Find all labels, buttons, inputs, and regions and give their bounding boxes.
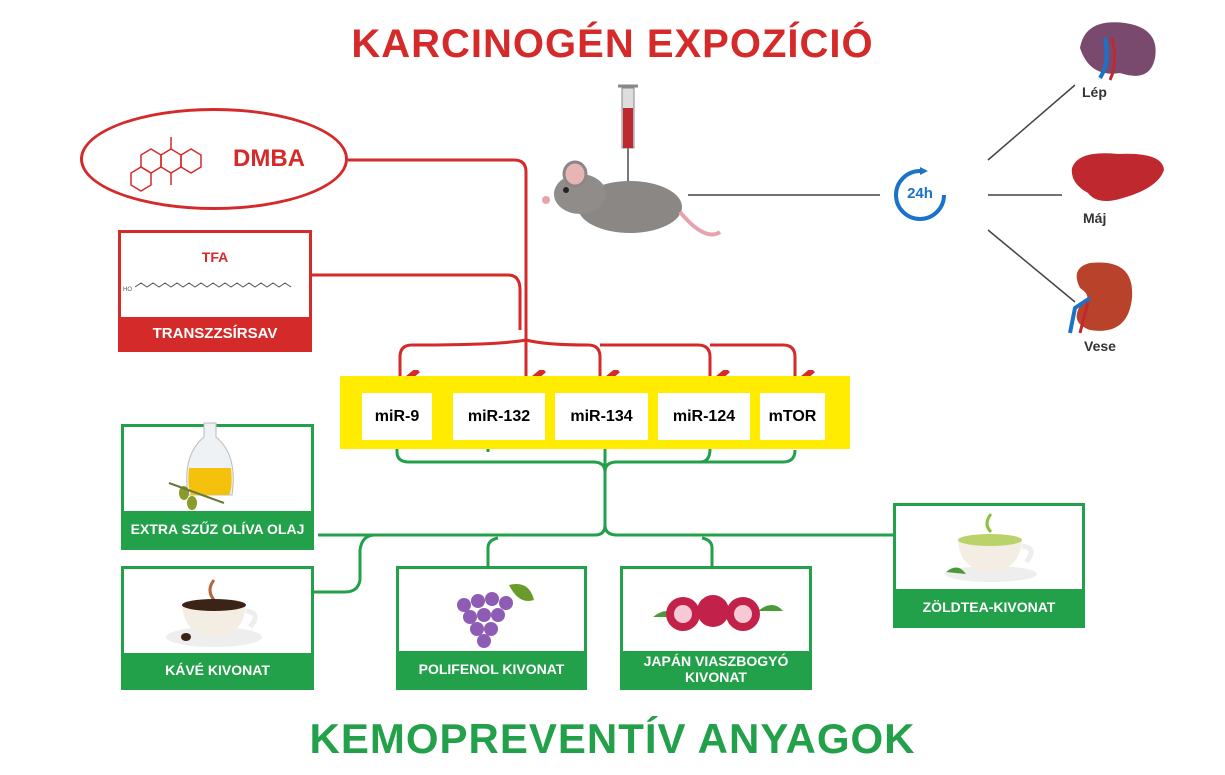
tfa-title: TFA [201,249,229,265]
targets-panel: miR-9 miR-132 miR-134 miR-124 mTOR [340,376,850,449]
green-tea-icon [945,513,1037,582]
tfa-label: TRANSZZSÍRSAV [121,317,309,349]
agent-label: POLIFENOL KIVONAT [399,651,584,687]
target-mir-132: miR-132 [453,393,545,440]
mouse-injection-icon [542,84,722,237]
agent-coffee: KÁVÉ KIVONAT [121,566,314,690]
agent-japanese-waxberry: JAPÁN VIASZBOGYÓ KIVONAT [620,566,812,690]
dmba-structure-icon [130,137,202,192]
tfa-structure-icon: HO [123,282,292,293]
target-mir-9: miR-9 [362,393,432,440]
agent-label: ZÖLDTEA-KIVONAT [896,589,1082,625]
svg-text:HO: HO [123,287,132,293]
liver-icon [1071,153,1164,202]
spleen-icon [1080,22,1156,81]
agent-label: KÁVÉ KIVONAT [124,653,311,687]
title-carcinogen-exposure: KARCINOGÉN EXPOZÍCIÓ [351,22,874,66]
target-mir-134: miR-134 [555,393,648,440]
organ-label-spleen: Lép [1082,84,1107,100]
agent-polyphenol: POLIFENOL KIVONAT [396,566,587,690]
target-mtor: mTOR [760,393,825,440]
agent-label: EXTRA SZŰZ OLÍVA OLAJ [124,511,311,547]
organ-label-liver: Máj [1083,210,1107,226]
timer-label: 24h [907,185,933,202]
agent-label: JAPÁN VIASZBOGYÓ KIVONAT [623,651,809,687]
timer-24h-icon: 24h [890,165,950,225]
coffee-cup-icon [166,579,262,647]
grapes-icon [457,584,534,648]
agent-green-tea: ZÖLDTEA-KIVONAT [893,503,1085,628]
agent-olive-oil: EXTRA SZŰZ OLÍVA OLAJ [121,422,314,550]
kidney-icon [1068,262,1133,334]
tfa-box: TFA HO TRANSZZSÍRSAV [118,230,312,352]
waxberry-icon [653,595,783,631]
target-mir-124: miR-124 [658,393,750,440]
dmba-label: DMBA [233,145,305,172]
organ-label-kidney: Vese [1084,338,1116,354]
title-chemopreventive-agents: KEMOPREVENTÍV ANYAGOK [309,715,916,762]
olive-oil-icon [168,422,234,510]
dmba-ellipse: DMBA [80,108,348,210]
